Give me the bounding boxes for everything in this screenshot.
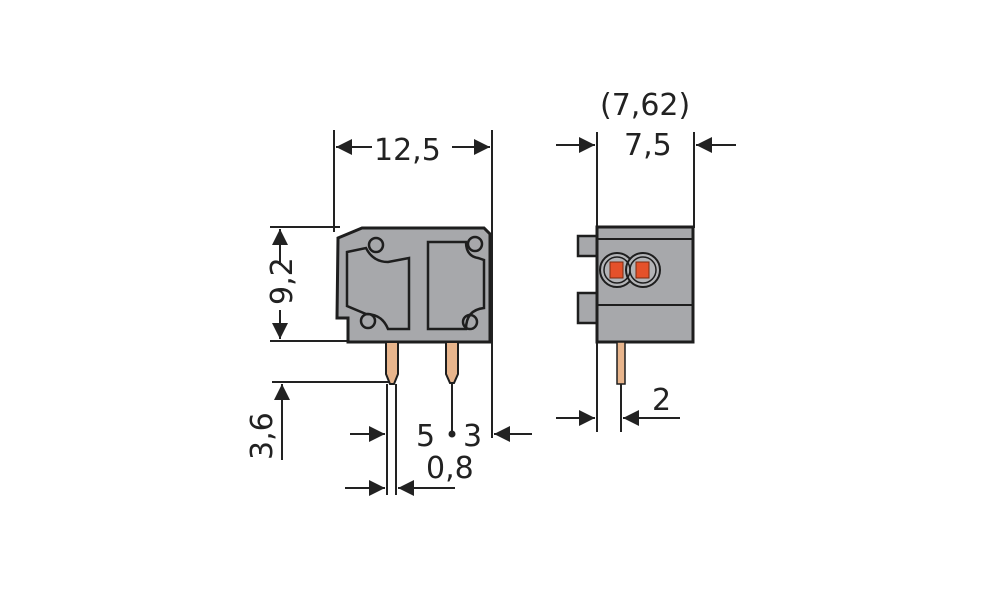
pin-left (385, 341, 399, 385)
clamp-marker-left (609, 261, 624, 279)
pitch-label-left: 5 (416, 419, 435, 454)
front-view: 12,5 9,2 3,6 5 3 (245, 130, 532, 496)
pitch-alt-label: (7,62) (600, 88, 690, 123)
pin-offset-label: 2 (652, 383, 671, 418)
width-label: 12,5 (374, 133, 441, 168)
side-view: (7,62) 7,5 2 (556, 88, 736, 432)
pitch-label-right: 3 (463, 419, 482, 454)
pin-side (616, 341, 626, 385)
terminal-housing-front (335, 226, 492, 344)
clamp-marker-right (635, 261, 650, 279)
pitch-label: 7,5 (624, 128, 672, 163)
pin-right (445, 341, 459, 384)
pin-width-label: 0,8 (426, 451, 474, 486)
pin-length-label: 3,6 (245, 412, 280, 460)
height-label: 9,2 (265, 257, 300, 305)
